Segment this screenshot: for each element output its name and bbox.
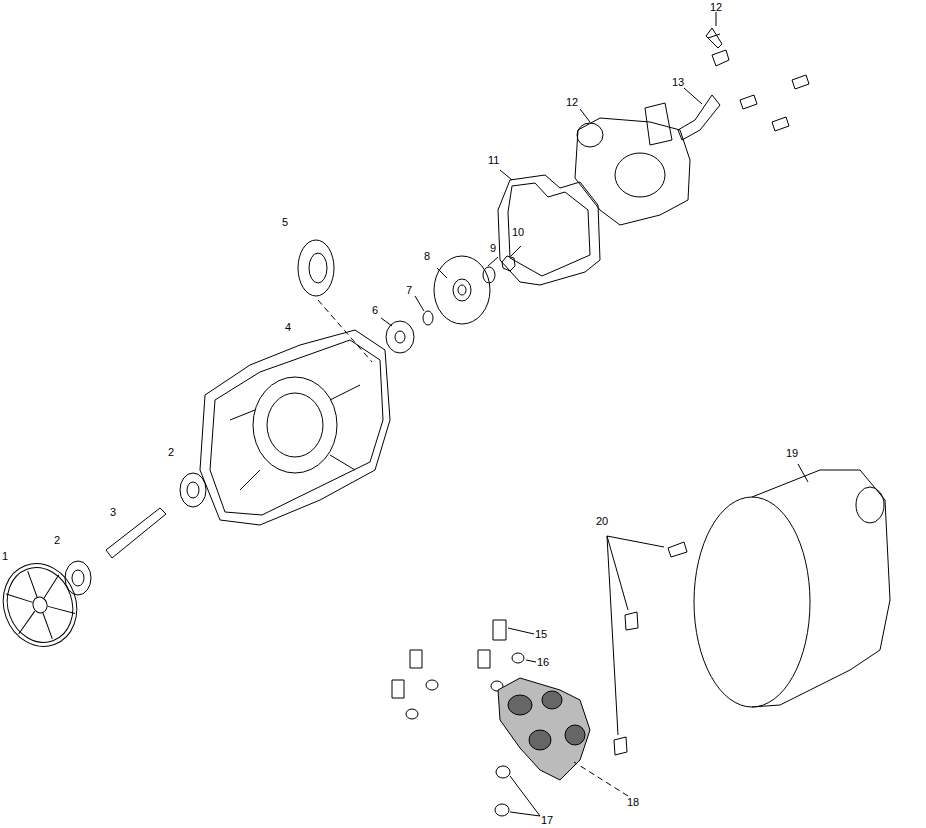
callout-number: 8 — [424, 250, 430, 262]
spacer — [386, 321, 414, 353]
bearing — [180, 473, 206, 507]
leader-line — [508, 628, 534, 634]
seal — [298, 240, 334, 296]
sleeve — [392, 620, 506, 698]
callout-number: 18 — [627, 796, 639, 808]
bolt — [792, 75, 809, 89]
callout-number: 6 — [372, 304, 378, 316]
bolt — [712, 50, 729, 66]
callout-number: 2 — [168, 446, 174, 458]
bolt — [740, 95, 757, 109]
leader-line — [716, 12, 717, 26]
callout-number: 9 — [490, 242, 496, 254]
pump-cover — [575, 103, 690, 225]
bearing — [65, 561, 91, 595]
leader-line — [684, 88, 702, 104]
leader-line — [318, 300, 372, 362]
leader-line — [500, 170, 512, 180]
callout-number: 7 — [406, 284, 412, 296]
callout-number: 4 — [285, 321, 291, 333]
gasket — [498, 175, 600, 285]
impeller — [434, 256, 490, 324]
callout-number: 5 — [282, 216, 288, 228]
callout-number: 1 — [2, 550, 8, 562]
washer — [423, 311, 433, 325]
engine-cover — [694, 470, 890, 707]
callout-number: 15 — [535, 628, 547, 640]
callout-number: 17 — [541, 814, 553, 826]
bolt — [706, 28, 722, 48]
leader-line — [580, 109, 590, 122]
callout-number: 12 — [710, 1, 722, 13]
gear — [0, 553, 88, 657]
leader-line — [607, 536, 664, 735]
callout-number: 3 — [110, 506, 116, 518]
callout-number: 10 — [512, 226, 524, 238]
leader-line — [574, 762, 628, 796]
bolt — [772, 117, 789, 131]
bolt — [495, 766, 510, 816]
callout-number: 20 — [596, 515, 608, 527]
washer — [483, 267, 495, 283]
leader-line — [510, 776, 540, 816]
callout-number: 11 — [488, 154, 499, 166]
leader-line — [798, 464, 808, 482]
callout-number: 16 — [537, 656, 549, 668]
bolt — [614, 542, 687, 755]
callout-number: 12 — [566, 96, 578, 108]
housing — [200, 330, 390, 525]
valve-block — [498, 678, 590, 780]
leader-line — [526, 660, 536, 662]
callout-number: 13 — [672, 76, 684, 88]
callout-number: 2 — [54, 534, 60, 546]
callout-number: 19 — [786, 447, 798, 459]
